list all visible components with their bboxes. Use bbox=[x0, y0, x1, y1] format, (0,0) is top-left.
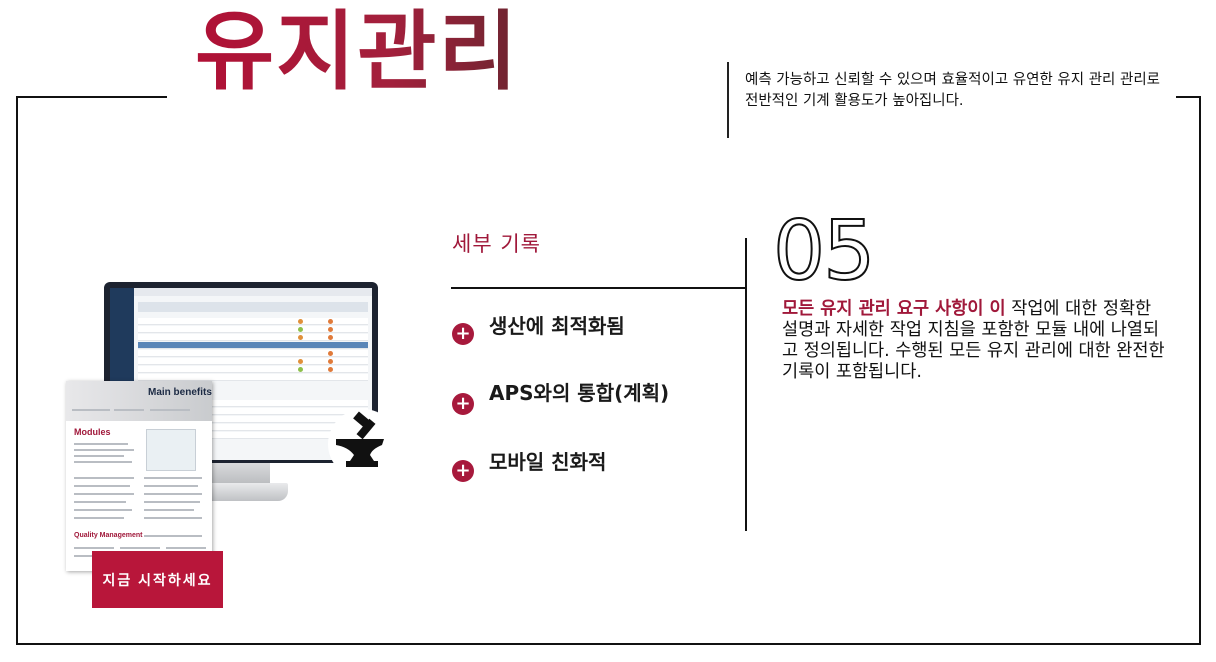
screen-row bbox=[138, 326, 368, 333]
brochure-text-line bbox=[72, 409, 110, 411]
screen-row bbox=[138, 424, 368, 431]
brochure-modules: Modules bbox=[74, 427, 111, 437]
screen-row bbox=[138, 374, 368, 381]
plus-circle-icon[interactable]: + bbox=[452, 393, 474, 415]
brochure-text-line bbox=[74, 493, 134, 495]
monitor-stand bbox=[212, 463, 270, 485]
brochure-thumbnail: Main benefits Modules Quality Management bbox=[66, 381, 212, 571]
section-rule bbox=[451, 287, 746, 289]
monitor-base bbox=[196, 483, 288, 501]
screen-row bbox=[138, 358, 368, 365]
brochure-text-line bbox=[144, 535, 202, 537]
step-highlight: 모든 유지 관리 요구 사항이 이 bbox=[782, 299, 1006, 319]
brochure-text-line bbox=[74, 455, 124, 457]
frame-left bbox=[16, 96, 18, 645]
screen-row bbox=[138, 432, 368, 439]
brochure-text-line bbox=[144, 501, 200, 503]
feature-aps-integration[interactable]: APS와의 통합(계획) bbox=[489, 381, 670, 405]
screen-row bbox=[138, 350, 368, 357]
frame-top-right bbox=[1176, 96, 1201, 98]
step-body: 작업에 대한 정확한 설명과 자세한 작업 지침을 포함한 모듈 내에 나열되고… bbox=[782, 299, 1165, 382]
tagline-divider bbox=[727, 62, 729, 138]
anvil-badge bbox=[328, 409, 398, 479]
frame-bottom bbox=[16, 643, 1201, 645]
brochure-screenshot bbox=[146, 429, 196, 471]
brochure-text-line bbox=[166, 547, 206, 549]
brochure-text-line bbox=[144, 485, 198, 487]
screen-row bbox=[138, 366, 368, 373]
brochure-header-image bbox=[66, 381, 212, 421]
anvil-hammer-icon bbox=[336, 411, 384, 467]
brochure-text-line bbox=[144, 509, 194, 511]
brochure-text-line bbox=[74, 501, 126, 503]
feature-optimized-for-production[interactable]: 생산에 최적화됨 bbox=[489, 314, 625, 338]
brochure-text-line bbox=[74, 547, 114, 549]
brochure-text-line bbox=[74, 461, 132, 463]
brochure-text-line bbox=[144, 493, 202, 495]
column-divider bbox=[745, 238, 747, 531]
screen-row bbox=[138, 318, 368, 325]
brochure-text-line bbox=[144, 477, 202, 479]
feature-mobile-friendly[interactable]: 모바일 친화적 bbox=[489, 450, 607, 474]
frame-right bbox=[1199, 96, 1201, 645]
brochure-text-line bbox=[144, 517, 202, 519]
brochure-text-line bbox=[74, 449, 134, 451]
step-description: 모든 유지 관리 요구 사항이 이 작업에 대한 정확한 설명과 자세한 작업 … bbox=[782, 299, 1168, 383]
screen-topbar bbox=[134, 288, 372, 296]
section-label: 세부 기록 bbox=[452, 232, 541, 256]
start-now-button[interactable]: 지금 시작하세요 bbox=[92, 551, 223, 608]
brochure-text-line bbox=[114, 409, 144, 411]
brochure-text-line bbox=[150, 409, 190, 411]
screen-row bbox=[138, 416, 368, 423]
step-number: 05 bbox=[772, 203, 876, 300]
screen-row bbox=[138, 408, 368, 415]
frame-top-left bbox=[16, 96, 167, 98]
brochure-quality-management: Quality Management bbox=[74, 532, 143, 539]
plus-circle-icon[interactable]: + bbox=[452, 323, 474, 345]
brochure-main-benefits: Main benefits bbox=[148, 387, 212, 398]
monitor-screen bbox=[110, 288, 372, 460]
plus-circle-icon[interactable]: + bbox=[452, 460, 474, 482]
tagline: 예측 가능하고 신뢰할 수 있으며 효율적이고 유연한 유지 관리 관리로 전반… bbox=[745, 72, 1160, 109]
screen-header bbox=[138, 302, 368, 312]
brochure-text-line bbox=[74, 509, 132, 511]
brochure-text-line bbox=[74, 443, 128, 445]
screen-row bbox=[138, 400, 368, 407]
brochure-text-line bbox=[74, 485, 130, 487]
brochure-text-line bbox=[74, 517, 124, 519]
screen-row-highlighted bbox=[138, 342, 368, 349]
screen-row bbox=[138, 334, 368, 341]
page-title: 유지관리 bbox=[195, 2, 520, 102]
brochure-text-line bbox=[120, 547, 160, 549]
brochure-text-line bbox=[74, 477, 134, 479]
